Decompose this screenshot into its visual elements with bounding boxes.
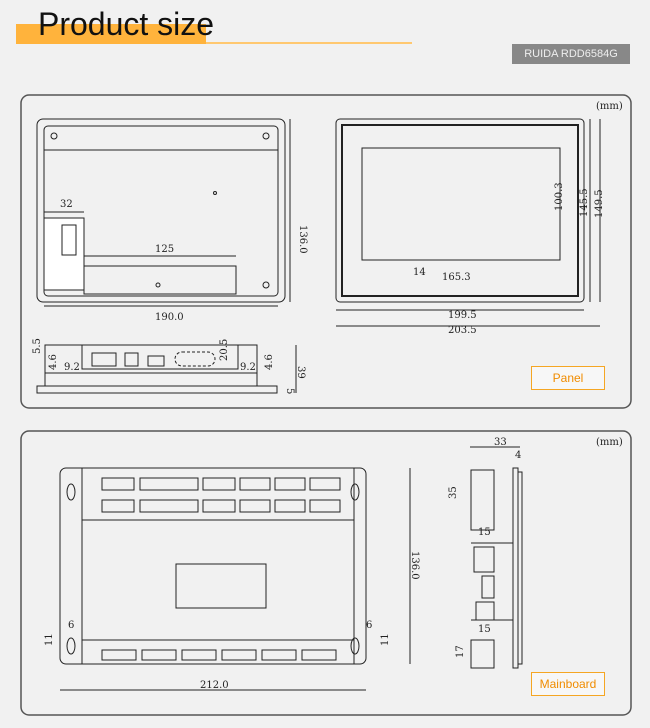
mainboard-unit-label: (mm) (596, 437, 623, 448)
dim-9.2-left: 9.2 (64, 362, 80, 373)
drawing-line (350, 483, 360, 501)
drawing-line (309, 477, 341, 491)
drawing-line (50, 132, 58, 140)
dim-6-right: 6 (366, 620, 372, 631)
drawing-line (36, 118, 286, 303)
dim-17: 17 (455, 645, 466, 658)
drawing-line (361, 147, 561, 261)
dim-11-right: 11 (380, 633, 391, 646)
drawing-line (139, 499, 199, 513)
drawing-line (101, 499, 135, 513)
panel-unit-label: (mm) (596, 101, 623, 112)
drawing-line (239, 499, 271, 513)
drawing-line (43, 125, 279, 297)
drawing-line (481, 575, 495, 599)
dim-203: 203.5 (448, 325, 477, 336)
panel-section-frame (20, 94, 632, 409)
drawing-line (470, 469, 495, 531)
dim-32: 32 (60, 199, 73, 210)
dim-165: 165.3 (442, 272, 471, 283)
dim-199: 199.5 (448, 310, 477, 321)
drawing-line (335, 118, 585, 303)
dim-15-bottom: 15 (478, 624, 491, 635)
dim-9.2-right: 9.2 (240, 362, 256, 373)
mainboard-button[interactable]: Mainboard (531, 672, 605, 696)
drawing-line (141, 649, 177, 661)
drawing-line (174, 351, 216, 367)
panel-back-view (36, 118, 286, 307)
drawing-line (261, 649, 297, 661)
panel-button[interactable]: Panel (531, 366, 605, 390)
drawing-line (221, 649, 257, 661)
panel-front-view (335, 118, 601, 327)
drawing-line (175, 563, 267, 609)
drawing-line (350, 637, 360, 655)
drawing-line (36, 385, 278, 394)
drawing-line (83, 265, 237, 295)
drawing-line (274, 499, 306, 513)
panel-bottom-view (36, 344, 278, 394)
drawing-line (66, 637, 76, 655)
drawing-line (81, 344, 239, 370)
dim-33: 33 (494, 437, 507, 448)
dim-6-left: 6 (68, 620, 74, 631)
drawing-line (309, 499, 341, 513)
dim-4: 4 (515, 450, 521, 461)
dim-11-left: 11 (44, 633, 55, 646)
drawing-line (301, 649, 337, 661)
dim-5.5: 5.5 (32, 338, 43, 354)
drawing-line (262, 132, 270, 140)
dim-125: 125 (155, 244, 174, 255)
drawing-line (341, 124, 579, 297)
drawing-line (213, 191, 217, 195)
mainboard-side-view (470, 446, 523, 669)
dim-4.6-right: 4.6 (264, 354, 275, 370)
drawing-line (155, 282, 161, 288)
dim-136-panel: 136.0 (297, 225, 308, 254)
model-badge: RUIDA RDD6584G (512, 44, 630, 64)
dim-190: 190.0 (155, 312, 184, 323)
drawing-line (101, 649, 137, 661)
drawing-line (81, 467, 355, 665)
dim-35: 35 (448, 486, 459, 499)
dim-14: 14 (413, 267, 426, 278)
drawing-line (475, 601, 495, 621)
drawing-line (239, 477, 271, 491)
drawing-line (470, 639, 495, 669)
dim-212: 212.0 (200, 680, 229, 691)
drawing-line (512, 467, 519, 669)
drawing-line (202, 499, 236, 513)
drawing-line (43, 217, 85, 291)
drawing-line (91, 352, 117, 367)
mainboard-section-frame (20, 430, 632, 716)
dim-100: 100.3 (554, 182, 565, 211)
drawing-line (262, 281, 270, 289)
drawing-line (202, 477, 236, 491)
title-underline (206, 42, 412, 44)
mainboard-top-view (59, 467, 411, 691)
dim-20.5: 20.5 (219, 339, 230, 361)
drawing-line (139, 477, 199, 491)
dim-5: 5 (284, 388, 295, 394)
drawing-line (473, 546, 495, 573)
drawing-line (147, 355, 165, 367)
dim-4.6-left: 4.6 (48, 354, 59, 370)
drawing-line (59, 467, 367, 665)
drawing-line (517, 471, 523, 665)
dim-145: 145.5 (579, 188, 590, 217)
dim-149: 149.5 (594, 189, 605, 218)
page-title: Product size (38, 6, 215, 42)
dim-15-top: 15 (478, 527, 491, 538)
drawing-line (181, 649, 217, 661)
title-accent-bar (16, 24, 206, 44)
drawing-line (274, 477, 306, 491)
drawing-line (66, 483, 76, 501)
drawing-line (101, 477, 135, 491)
drawing-line (124, 352, 139, 367)
dim-136-mainboard: 136.0 (409, 551, 420, 580)
drawing-line (61, 224, 77, 256)
dim-39: 39 (295, 366, 306, 379)
